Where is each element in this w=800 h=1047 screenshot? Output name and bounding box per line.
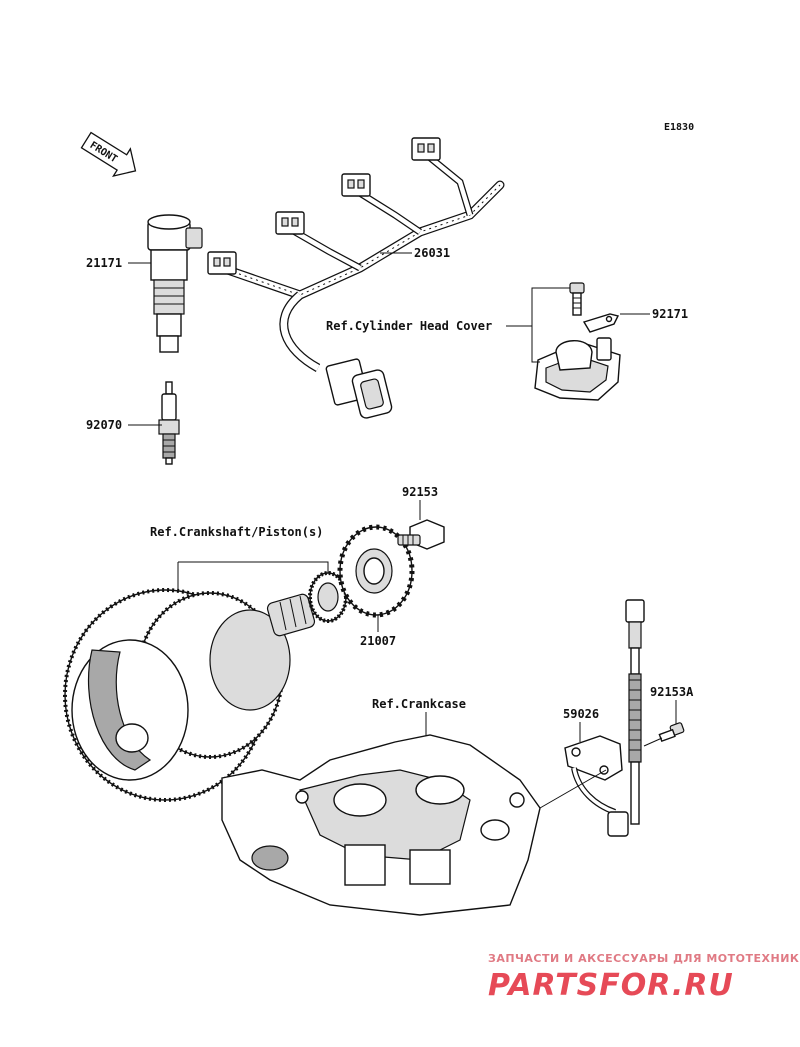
crankcase-fragment — [221, 734, 541, 916]
diagram-code: E1830 — [664, 122, 694, 133]
pickup-sensor[interactable] — [564, 599, 645, 837]
front-direction-arrow: FRONT — [80, 131, 137, 177]
label-59026: 59026 — [563, 707, 599, 721]
ignition-coil[interactable] — [147, 214, 203, 353]
spark-plug[interactable] — [158, 381, 180, 465]
timing-rotor[interactable] — [337, 524, 415, 618]
ref-cylinder-head-cover: Ref.Cylinder Head Cover — [326, 319, 492, 333]
wire-harness[interactable] — [207, 137, 505, 419]
crankshaft-assembly — [63, 588, 316, 802]
ref-crankshaft: Ref.Crankshaft/Piston(s) — [150, 525, 323, 539]
ref-crankcase: Ref.Crankcase — [372, 697, 466, 711]
label-26031: 26031 — [414, 246, 450, 260]
bolt-92171[interactable] — [569, 282, 585, 316]
watermark-tagline: ЗАПЧАСТИ И АКСЕССУАРЫ ДЛЯ МОТОТЕХНИКИ — [488, 952, 800, 965]
flange-bolt-92153[interactable] — [397, 519, 445, 550]
cylinder-head-cover-fragment — [534, 337, 621, 401]
watermark-logo: PARTSFOR.RU — [488, 968, 734, 1003]
label-21007: 21007 — [360, 634, 396, 648]
bracket-92171[interactable] — [582, 313, 620, 333]
label-92153a: 92153A — [650, 685, 694, 699]
label-92070: 92070 — [86, 418, 122, 432]
label-21171: 21171 — [86, 256, 122, 270]
label-92171: 92171 — [652, 307, 688, 321]
label-92153: 92153 — [402, 485, 438, 499]
bolt-92153a[interactable] — [658, 722, 685, 743]
